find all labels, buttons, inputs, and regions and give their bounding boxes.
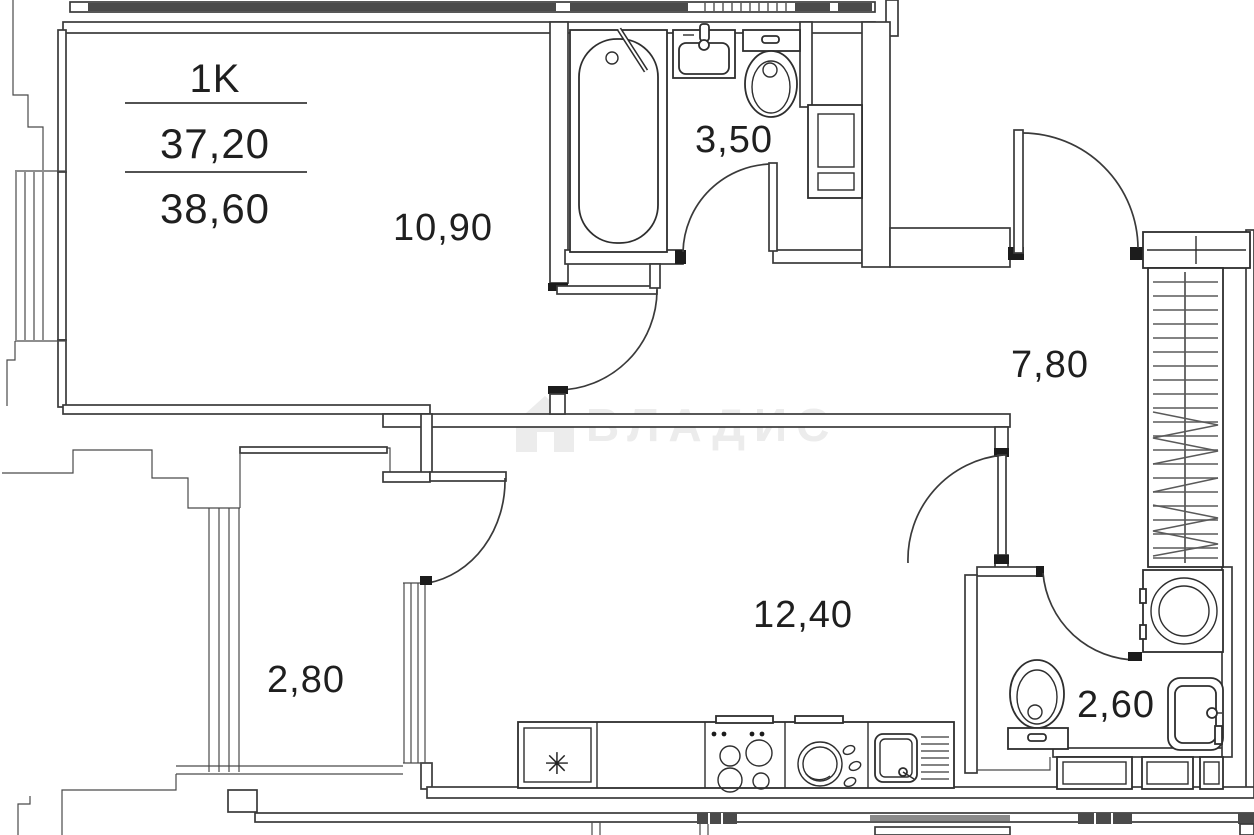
wardrobe-icon [1142,231,1251,568]
kitchen-window [403,582,432,764]
washing-machine-icon [1139,569,1224,653]
door-arc [682,163,774,253]
wc-cabinets [1056,756,1224,790]
walls [6,0,1254,799]
washbasin-icon [672,23,736,79]
neighbour-plan-bottom-fragment [227,789,1254,835]
door-arc [427,477,506,584]
room-label-wc: 2,60 [1077,684,1155,726]
balcony-outline [2,446,403,835]
bathroom-door [675,162,778,264]
wc-sink-icon [1167,677,1224,751]
wc-toilet-icon [1007,659,1069,750]
title-block: 1K 37,20 38,60 [125,57,307,232]
room-label-living-room: 10,90 [393,207,493,249]
toilet-icon [742,29,801,118]
room-labels: 10,90 3,50 7,80 12,40 2,80 2,60 [267,119,1155,726]
fridge-icon: ✳ [523,727,592,783]
kitchen-counter: ✳ [517,715,955,793]
stove-icon [711,715,774,793]
entrance-door [1008,129,1146,260]
bathtub-icon [569,27,668,253]
kitchen-door [907,448,1009,564]
balcony-window [208,508,240,772]
room-label-hallway: 7,80 [1011,344,1089,386]
door-arc [556,289,658,391]
unit-type-label: 1K [190,57,241,101]
living-room-window [15,170,66,342]
ventilation-shaft [807,104,863,199]
total-area-label: 38,60 [160,185,270,232]
kitchen-sink-icon [874,733,949,783]
living-area-label: 37,20 [160,120,270,167]
door-arc [1022,132,1139,249]
hob-icon [794,715,862,788]
living-room-door [548,263,661,415]
neighbour-plan-top-fragment [69,0,899,37]
wc-door [1036,566,1142,661]
room-label-bathroom: 3,50 [695,119,773,161]
door-arc [907,454,1004,564]
room-label-kitchen: 12,40 [753,594,853,636]
fridge-symbol: ✳ [544,748,569,781]
balcony-door [420,471,507,585]
door-arc [1042,572,1138,661]
room-label-balcony: 2,80 [267,659,345,701]
